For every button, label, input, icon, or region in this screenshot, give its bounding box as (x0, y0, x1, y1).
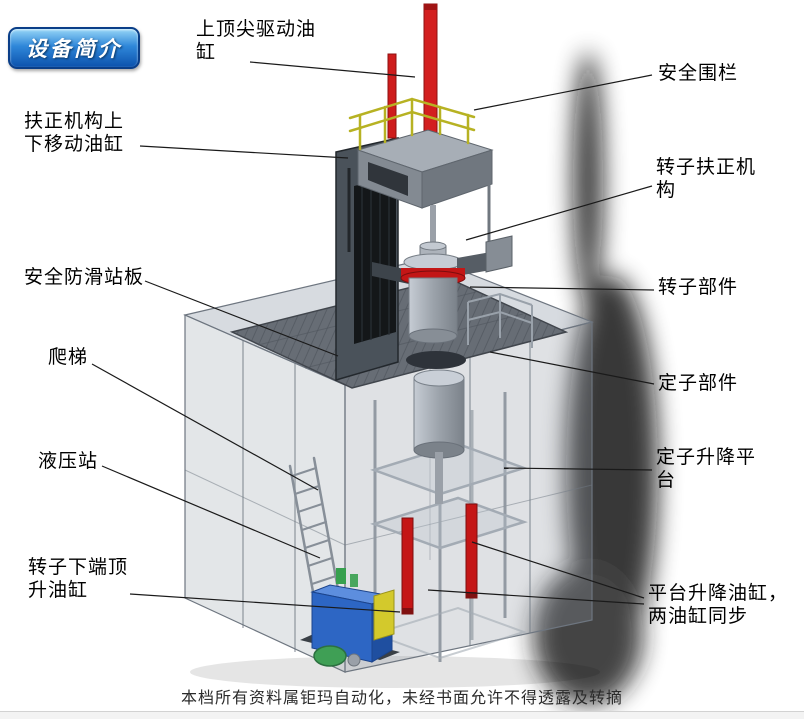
rotor-clamp-left-arm (372, 262, 409, 284)
safety-fence-railing (348, 97, 476, 151)
deck-opening (406, 351, 466, 369)
leader-rotor-jack (129, 593, 401, 613)
leader-lines (91, 61, 655, 613)
floor-shadow (190, 656, 600, 688)
stator-cylinder (413, 369, 465, 504)
pump-motor (313, 645, 347, 667)
leader-stator-lift (503, 467, 653, 471)
label-rotor-part: 转子部件 (658, 277, 739, 298)
internal-equipment (288, 369, 528, 667)
leader-rotor-centering (465, 185, 653, 241)
platform-lift-red-cylinders (401, 503, 478, 615)
label-stator-part: 定子部件 (658, 373, 739, 394)
label-antislip-board: 安全防滑站板 (24, 267, 145, 288)
label-rotor-centering-mechanism: 转子扶正机 构 (656, 157, 757, 202)
head-box (356, 129, 494, 242)
label-platform-lift-cylinders: 平台升降油缸， 两油缸同步 (648, 583, 789, 628)
leader-stator-part (489, 351, 655, 385)
label-ladder: 爬梯 (48, 347, 89, 368)
leader-platform-lift-2 (427, 589, 645, 605)
label-safety-fence: 安全围栏 (658, 63, 739, 84)
leader-ladder (91, 363, 319, 491)
rotor-assembly (372, 205, 513, 344)
leader-hydraulic-station (101, 465, 321, 559)
label-stator-lift-platform: 定子升降平 台 (656, 447, 757, 492)
bottom-strip (0, 711, 804, 719)
footer-copyright: 本档所有资料属钜玛自动化，未经书面允许不得透露及转摘 (180, 690, 623, 707)
rotor-body (408, 277, 458, 337)
leader-safety-fence (473, 74, 653, 111)
leader-rotor-part (469, 286, 655, 291)
leader-antislip-board (144, 280, 339, 357)
press-column (335, 137, 399, 381)
label-top-drive-cylinder: 上顶尖驱动油 缸 (196, 19, 317, 64)
title-badge: 设备简介 (8, 27, 140, 69)
valve-block (336, 568, 346, 584)
leader-platform-lift-1 (471, 541, 645, 599)
column-recess (354, 176, 396, 344)
label-centering-updown-cylinder: 扶正机构上 下移动油缸 (24, 111, 125, 156)
label-rotor-bottom-jack-cylinder: 转子下端顶 升油缸 (28, 557, 129, 602)
leader-centering-cylinder (139, 145, 349, 159)
label-hydraulic-station: 液压站 (38, 451, 99, 472)
rotor-right-bracket (485, 235, 513, 273)
leader-top-drive-cylinder (249, 61, 416, 78)
deck-side-railing (467, 292, 533, 348)
